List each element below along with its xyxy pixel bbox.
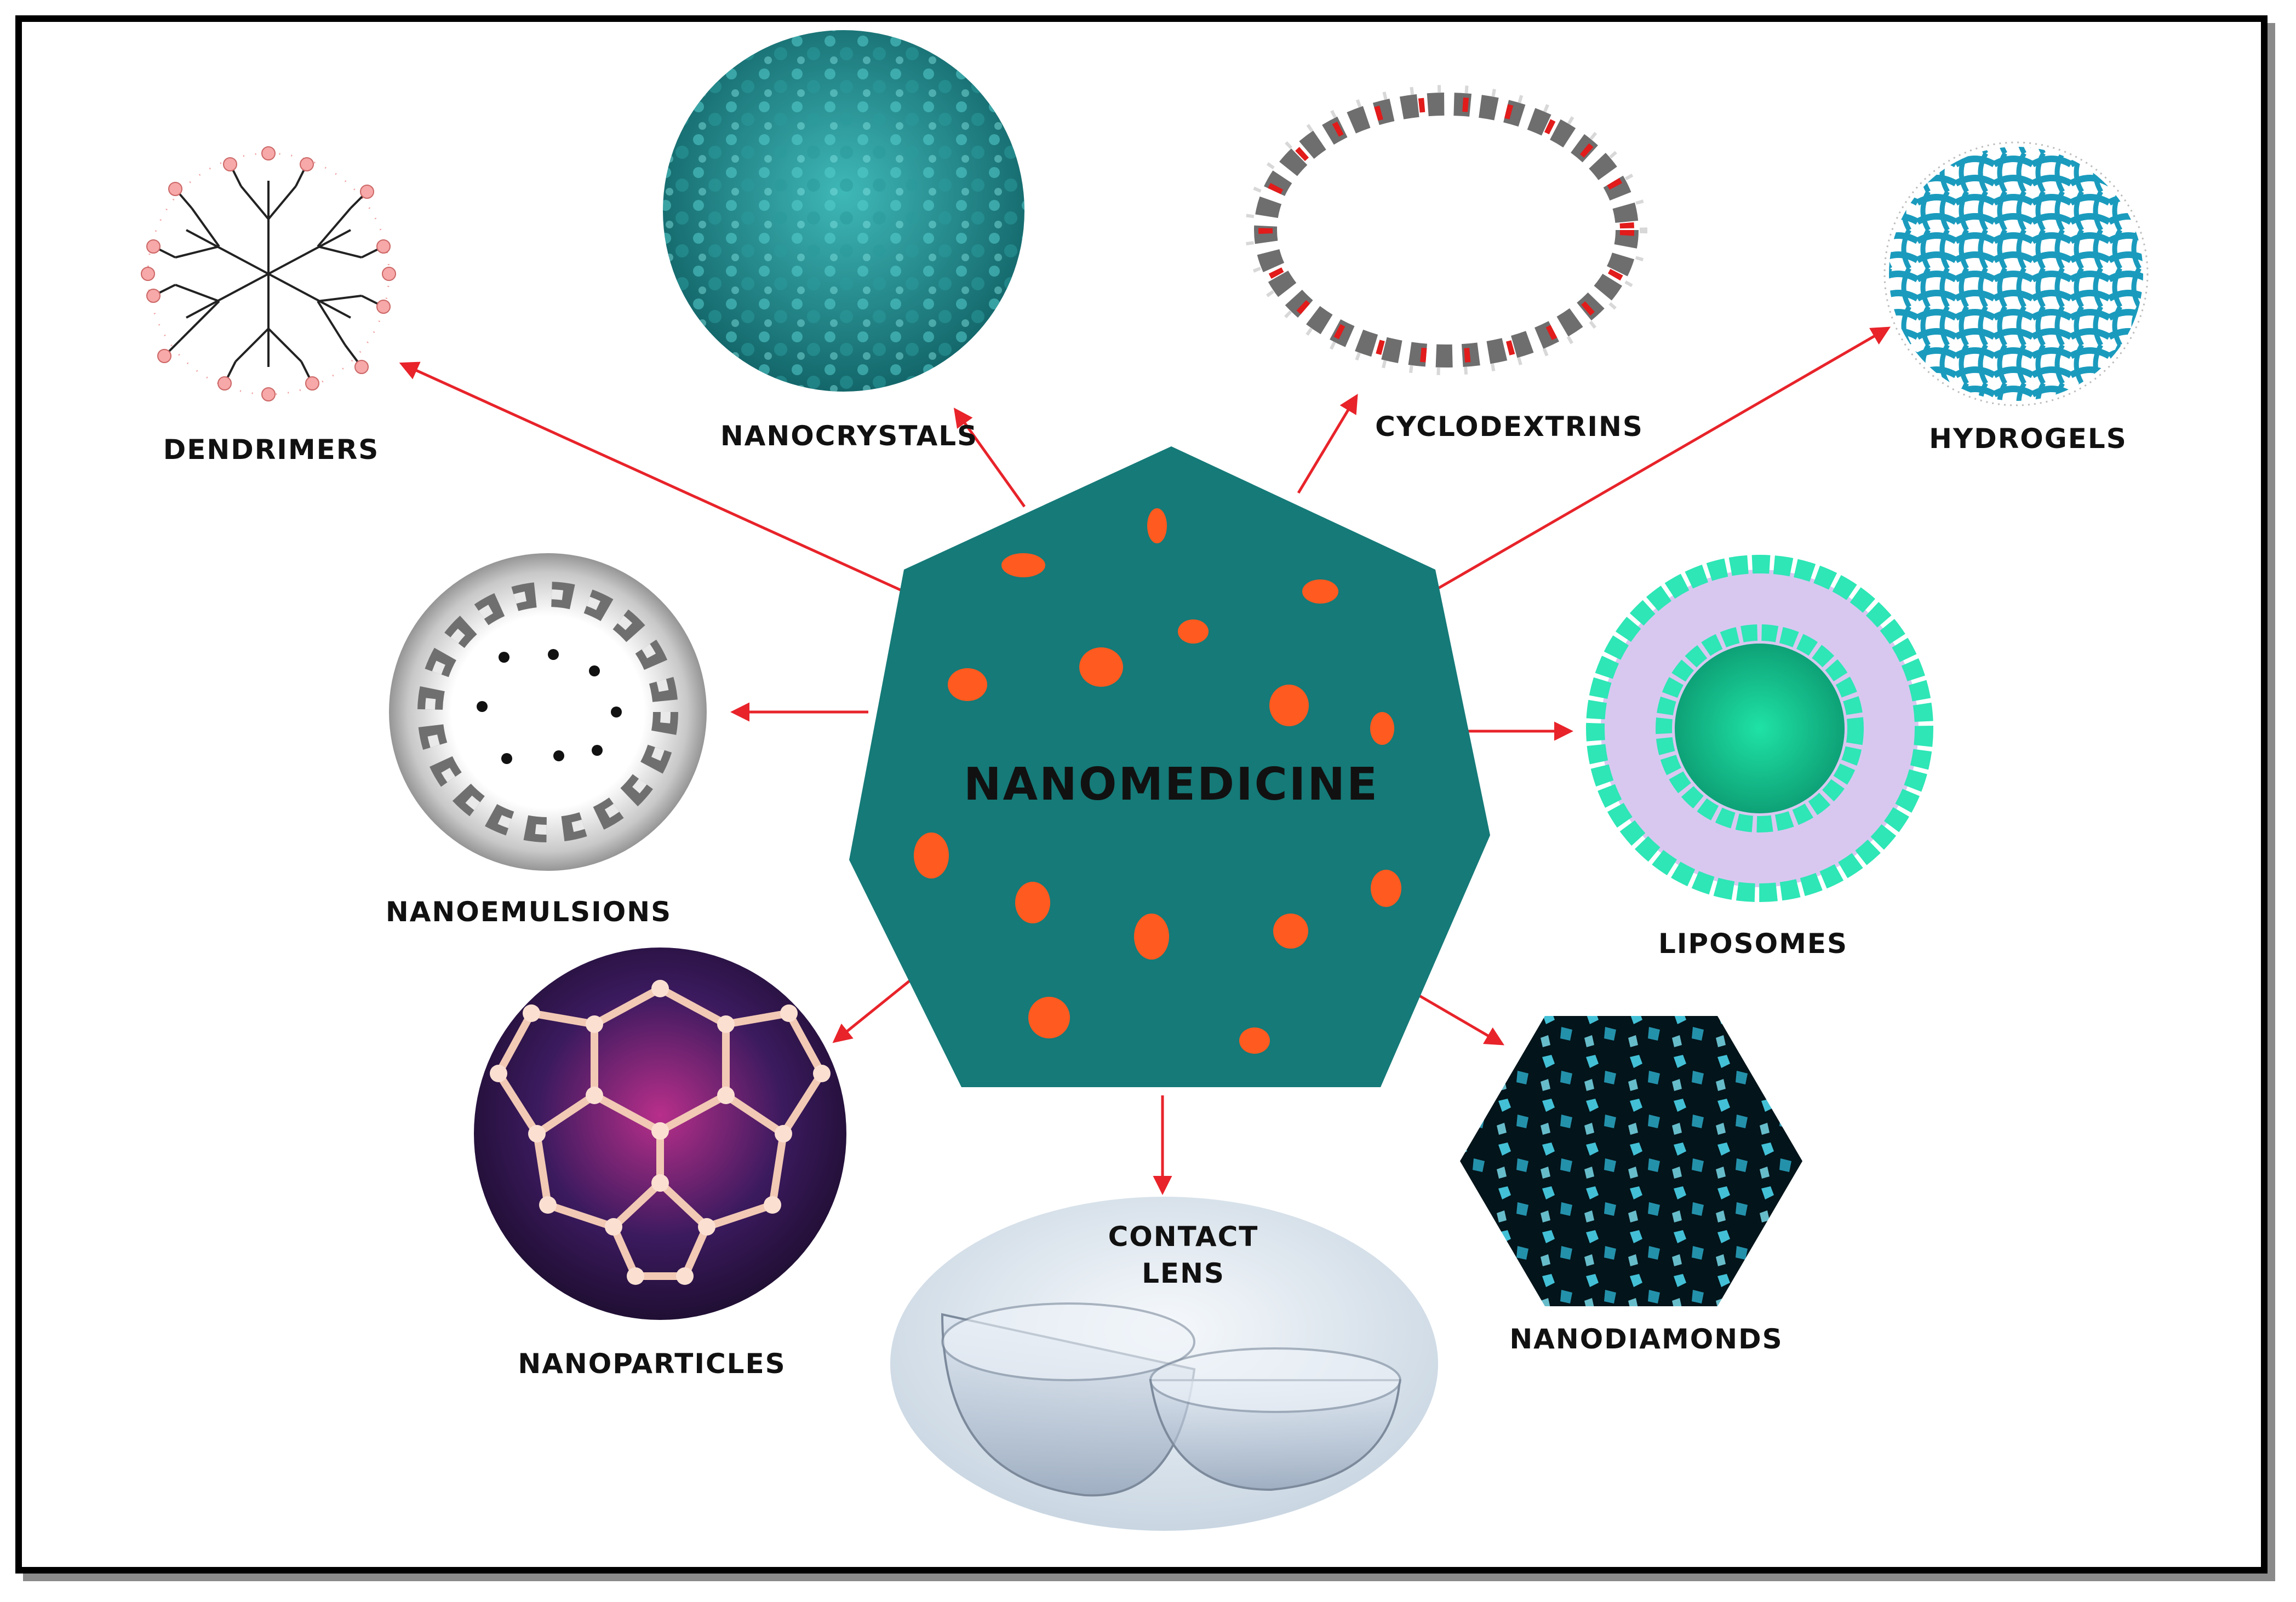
- contact-lens-label-line2: LENS: [1142, 1258, 1225, 1289]
- dendrimer-illustration: [147, 152, 390, 395]
- cyclodextrin-ring: [1245, 85, 1647, 375]
- nanodiamonds-image: [1460, 1016, 1802, 1306]
- hydrogels-mesh: [1889, 147, 2143, 401]
- liposomes-label: LIPOSOMES: [1658, 928, 1848, 960]
- cyclodextrins-label: CYCLODEXTRINS: [1375, 411, 1644, 443]
- nanoparticles-node: NANOPARTICLES: [474, 948, 846, 1380]
- contact-lens-node: CONTACT LENS: [890, 1197, 1438, 1531]
- arrows: [399, 326, 1891, 1195]
- nanomedicine-core: NANOMEDICINE: [849, 446, 1490, 1087]
- nanocrystals-texture: [663, 30, 1024, 392]
- liposome-outer-heads: [1586, 555, 1933, 902]
- hydrogels-label: HYDROGELS: [1929, 423, 2127, 455]
- nanoemulsions-label: NANOEMULSIONS: [386, 896, 672, 928]
- core-dots: [914, 508, 1401, 1054]
- dendrimer-terminals: [141, 146, 396, 401]
- nanocrystals-node: NANOCRYSTALS: [663, 30, 1024, 452]
- liposome-core: [1675, 644, 1845, 813]
- arrow-to-nanoparticles: [832, 971, 921, 1043]
- nanodiamonds-label: NANODIAMONDS: [1509, 1323, 1783, 1355]
- hydrogels-node: HYDROGELS: [1883, 141, 2149, 455]
- core-label: NANOMEDICINE: [964, 759, 1379, 811]
- contact-lens-label-line1: CONTACT: [1108, 1221, 1259, 1253]
- nanoparticles-label: NANOPARTICLES: [518, 1348, 786, 1380]
- arrow-to-dendrimers: [399, 361, 905, 593]
- arrow-to-nanocrystals: [953, 407, 1026, 508]
- nanoemulsions-node: NANOEMULSIONS: [386, 553, 707, 928]
- arrow-to-cyclodextrins: [1297, 393, 1358, 494]
- liposomes-node: LIPOSOMES: [1586, 555, 1933, 960]
- lens-rim-right: [1149, 1347, 1401, 1413]
- lens-rim-left: [941, 1302, 1195, 1381]
- dendrimers-label: DENDRIMERS: [163, 434, 380, 466]
- dendrimers-node: DENDRIMERS: [141, 146, 396, 466]
- liposome-inner-heads: [1656, 624, 1864, 832]
- nanodiamonds-node: NANODIAMONDS: [1460, 1016, 1802, 1355]
- cyclodextrins-node: CYCLODEXTRINS: [1245, 85, 1647, 443]
- emulsion-inner-shell: [425, 589, 671, 835]
- nanocrystals-label: NANOCRYSTALS: [720, 420, 978, 452]
- emulsion-core-dots: [477, 649, 622, 764]
- core-heptagon: [849, 446, 1490, 1087]
- fullerene-atoms: [490, 980, 831, 1285]
- arrow-to-hydrogels: [1432, 326, 1891, 593]
